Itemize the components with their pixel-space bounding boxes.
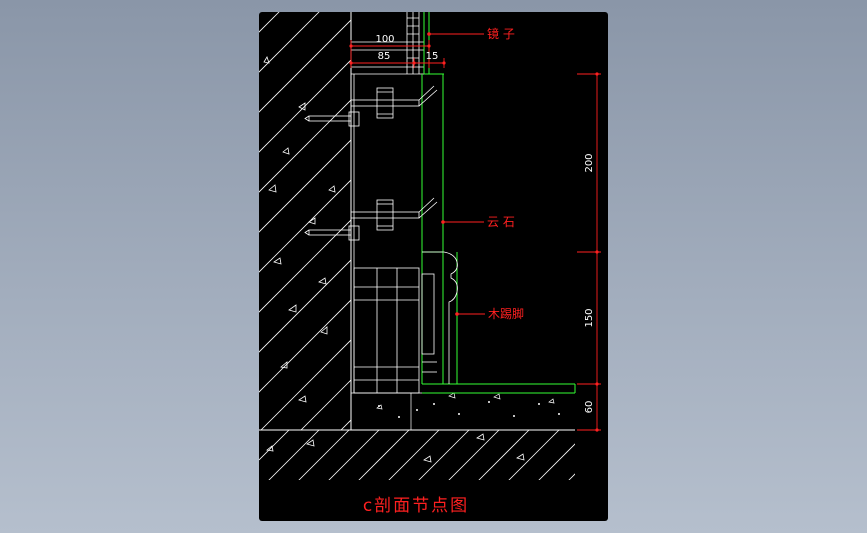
- top-dimension-ticks: [349, 44, 446, 65]
- floor-slab: [259, 430, 575, 480]
- label-skirting: 木踢脚: [488, 306, 524, 321]
- mirror-panel: [423, 12, 444, 75]
- screed-ticks: [350, 393, 412, 430]
- concrete-wall: [259, 12, 351, 430]
- section-drawing: 100 85 15 200 150 60 镜 子 云 石 木踢脚 c剖面节点图: [259, 12, 601, 516]
- height-dimension-ticks: [595, 72, 599, 432]
- stone-cladding: [421, 74, 576, 394]
- leader-mirror: [427, 32, 484, 36]
- dim-top-left: 85: [378, 51, 391, 62]
- skirting-profile: [421, 251, 458, 384]
- concrete-aggregate: [263, 56, 336, 403]
- mirror-frame: [351, 12, 444, 75]
- label-mirror: 镜 子: [487, 26, 515, 41]
- screed-aggregate: [376, 392, 555, 410]
- cad-viewport[interactable]: 100 85 15 200 150 60 镜 子 云 石 木踢脚 c剖面节点图: [259, 12, 608, 521]
- dim-height-lower: 150: [584, 308, 595, 327]
- leader-stone: [441, 220, 484, 224]
- screed-speckle: [378, 401, 560, 418]
- dim-height-base: 60: [584, 401, 595, 414]
- dim-height-upper: 200: [584, 153, 595, 172]
- timber-framing: [353, 74, 420, 394]
- dim-top-width: 100: [375, 34, 394, 45]
- anchor-bracket-lower: [304, 197, 438, 241]
- anchor-bracket-upper: [304, 85, 438, 127]
- label-stone: 云 石: [487, 215, 515, 229]
- floor-aggregate: [266, 433, 525, 463]
- leader-skirting: [455, 312, 485, 316]
- dim-top-right: 15: [426, 51, 439, 62]
- drawing-title: c剖面节点图: [363, 496, 469, 516]
